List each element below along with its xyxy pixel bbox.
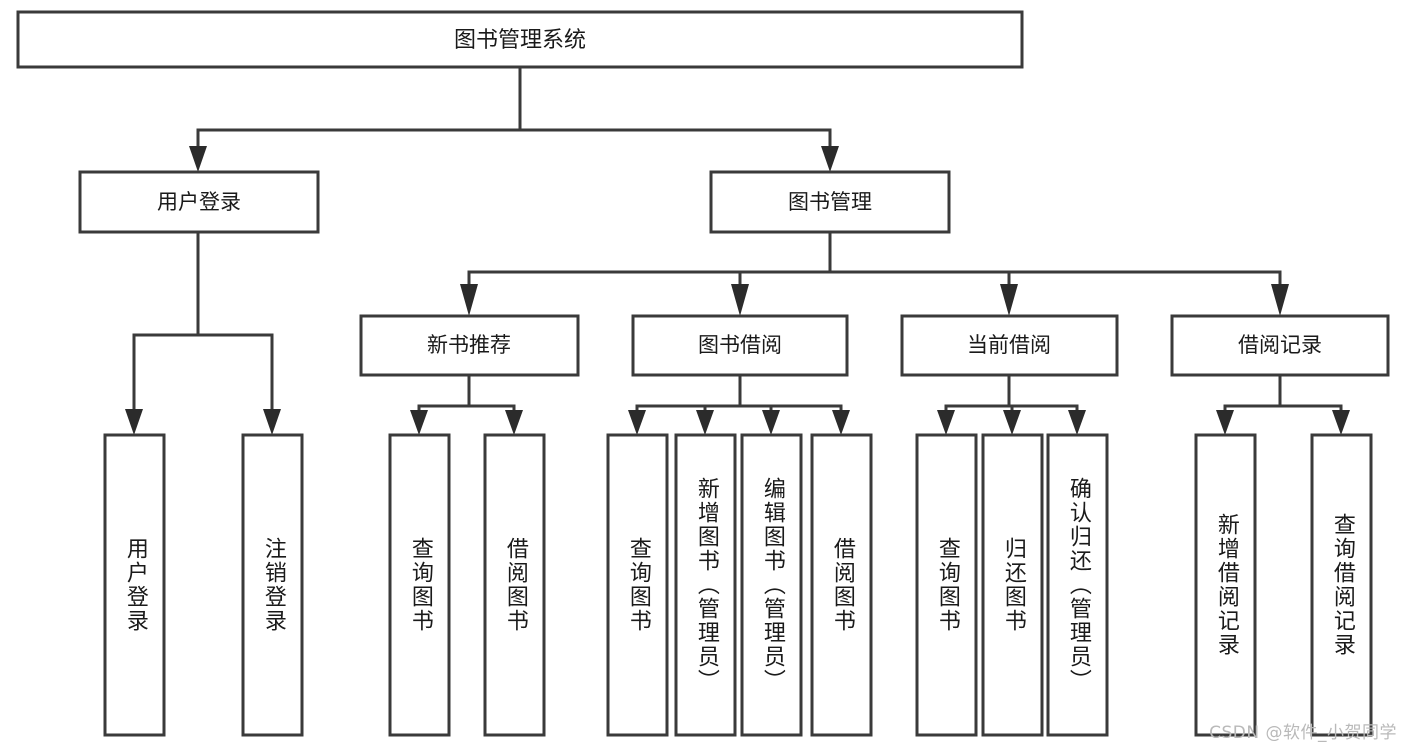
arrow-head-leaf-confirm-return [1068,410,1086,435]
node-box-leaf-logout-login[interactable] [241,433,304,737]
arrow-head-leaf-query-record [1332,410,1350,435]
node-box-leaf-return-book[interactable] [981,433,1044,737]
node-label-title: 图书管理系统 [454,28,586,53]
node-label-book-manage: 图书管理 [788,190,872,214]
arrow-head-leaf-query-book-2 [628,410,646,435]
node-box-leaf-borrow-book-2[interactable] [810,433,873,737]
arrow-head-leaf-add-record [1216,410,1234,435]
arrow-head-user-login [189,146,207,172]
node-box-book-borrow[interactable] [631,314,849,377]
node-box-leaf-query-book-1[interactable] [388,433,451,737]
node-label-book-borrow: 图书借阅 [698,333,782,357]
node-layer: 图书管理系统 用户登录 图书管理 新书推荐 图书借阅 当前借阅 借阅记录 [16,10,1390,737]
node-label-borrow-record: 借阅记录 [1238,333,1322,357]
node-box-title[interactable] [16,10,1024,69]
arrow-head-leaf-query-book-3 [937,410,955,435]
node-box-leaf-query-book-2[interactable] [606,433,669,737]
arrow-head-borrow-record [1271,284,1289,316]
watermark-text: CSDN @软件_小贺同学 [1209,723,1397,743]
node-box-leaf-user-login[interactable] [103,433,166,737]
arrow-head-leaf-edit-book [762,410,780,435]
arrow-head-leaf-borrow-book-2 [832,410,850,435]
node-label-current-borrow: 当前借阅 [967,333,1051,357]
node-box-new-book-recommend[interactable] [359,314,580,377]
arrow-head-leaf-return-book [1003,410,1021,435]
arrow-head-book-borrow [731,284,749,316]
arrow-head-leaf-borrow-book-1 [505,410,523,435]
arrow-head-current-borrow [1000,284,1018,316]
node-box-user-login[interactable] [78,170,320,234]
node-label-user-login: 用户登录 [157,190,241,214]
arrow-head-leaf-query-book-1 [410,410,428,435]
node-label-new-book-recommend: 新书推荐 [427,333,511,357]
node-box-borrow-record[interactable] [1170,314,1390,377]
arrow-head-leaf-user-login [125,409,143,435]
node-box-current-borrow[interactable] [900,314,1119,377]
connector-layer [125,65,1350,435]
node-box-leaf-query-record[interactable] [1310,433,1373,737]
arrow-head-book-manage [821,146,839,172]
arrow-head-leaf-add-book [696,410,714,435]
node-box-book-manage[interactable] [709,170,951,234]
node-box-leaf-edit-book[interactable] [740,433,803,737]
node-box-leaf-borrow-book-1[interactable] [483,433,546,737]
arrow-head-new-book-recommend [460,284,478,316]
node-box-leaf-add-book[interactable] [674,433,737,737]
arrow-head-leaf-logout-login [263,409,281,435]
node-box-leaf-confirm-return[interactable] [1046,433,1109,737]
node-box-leaf-add-record[interactable] [1194,433,1257,737]
node-box-leaf-query-book-3[interactable] [915,433,978,737]
